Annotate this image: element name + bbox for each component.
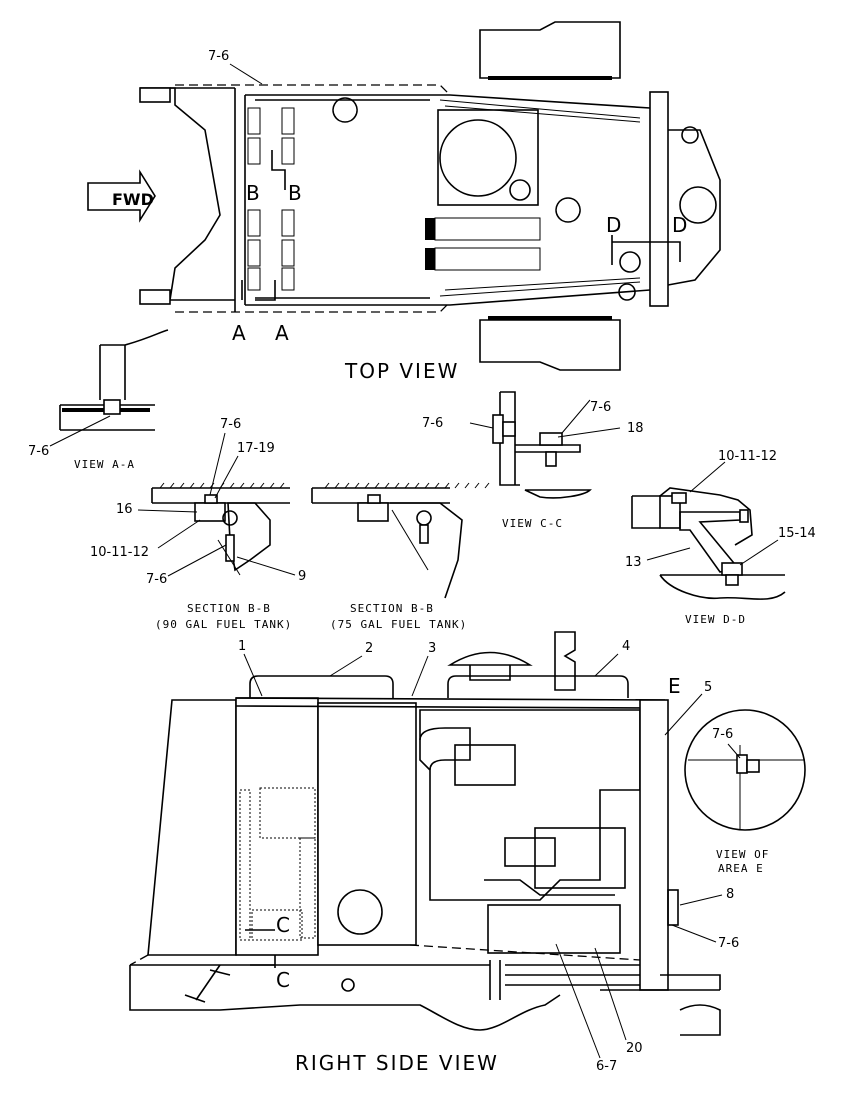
callout-7-6-sec90: 7-6 [220,417,241,432]
section-marker-c-upper: C [276,913,290,937]
callout-9: 9 [298,569,306,584]
callout-7-6-cc-right: 7-6 [590,400,611,415]
right-side-view [129,631,806,1036]
side-view-exhaust-cap [447,651,533,681]
section-marker-c-lower: C [276,968,290,992]
side-view-handrail-1 [249,675,394,698]
top-view-fan-hub [509,179,531,201]
side-view-front-housing [147,699,237,956]
side-view-step [184,964,231,1003]
callout-13: 13 [625,555,642,570]
side-view-handrail-2 [447,675,629,698]
top-view-battery-box-top [479,21,621,79]
section-marker-d-right: D [672,213,687,237]
section-b90-line2: (90 GAL FUEL TANK) [155,618,292,631]
callout-8: 8 [726,887,734,902]
callout-10-11-12-sec90: 10-11-12 [90,545,149,560]
top-view-filter-1 [425,218,435,240]
side-view-screen [239,787,316,941]
callout-7-6-sec90-lower: 7-6 [146,572,167,587]
callout-2: 2 [365,641,373,656]
side-view-fuel-cap [337,889,383,935]
section-c-arrows [245,929,276,968]
view-e-line1: VIEW OF [716,848,769,861]
top-view-left-frame [169,87,221,301]
side-view-battery-box [487,904,621,954]
section-b90-line1: SECTION B-B [187,602,271,615]
callout-7-6-view-aa: 7-6 [28,444,49,459]
top-view-corner-block-1 [139,87,171,103]
callout-16: 16 [116,502,133,517]
top-view-rear-hitch [667,129,721,286]
section-marker-b-right: B [288,181,302,205]
section-b-arrows [271,150,286,190]
view-e-line2: AREA E [718,862,764,875]
top-view-grille [247,107,295,291]
callout-20: 20 [626,1041,643,1056]
top-view-engine-block [437,109,539,206]
section-marker-e: E [668,674,681,698]
top-view [87,21,721,371]
callout-7-6-area-e: 7-6 [712,727,733,742]
view-c-c [469,391,621,499]
section-marker-d-left: D [606,213,621,237]
callout-7-6-cc-left: 7-6 [422,416,443,431]
view-a-a [49,329,169,447]
top-view-fan [439,119,517,197]
top-view-keyhole-2 [555,197,581,223]
side-view-engine [419,709,641,901]
top-view-title: TOP VIEW [344,359,459,383]
top-view-tank-outline [175,84,451,313]
callout-4: 4 [622,639,630,654]
top-view-rear-plate [649,91,669,307]
top-view-corner-block-2 [139,289,171,305]
view-d-d [631,461,786,600]
callout-7-6-top: 7-6 [208,49,229,64]
section-b75-line1: SECTION B-B [350,602,434,615]
side-view-top-deck [235,697,666,709]
top-view-bulkhead [234,88,246,312]
view-cc-title: VIEW C-C [502,517,563,530]
callout-7-6-side: 7-6 [718,936,739,951]
side-view-chassis [129,964,720,1031]
callout-5: 5 [704,680,712,695]
side-view-intake-pipe [419,727,471,771]
callout-17-19: 17-19 [237,441,275,456]
callout-6-7: 6-7 [596,1059,617,1074]
top-view-inner-rails [255,99,430,299]
top-view-filter-2 [425,248,435,270]
callout-1: 1 [238,639,246,654]
side-view-rear-upright [639,699,669,991]
section-b-b-90 [151,482,290,576]
section-b75-line2: (75 GAL FUEL TANK) [330,618,467,631]
section-d-arrows [611,235,681,265]
top-view-keyhole-1 [332,97,358,123]
callout-15-14: 15-14 [778,526,816,541]
fwd-label: FWD [112,190,154,209]
fwd-arrow-icon [87,169,156,223]
callout-18: 18 [627,421,644,436]
view-area-e-circle [684,709,806,831]
callout-10-11-12-dd: 10-11-12 [718,449,777,464]
top-view-battery-box-bottom [479,319,621,371]
section-a-arrows [241,280,276,301]
view-dd-title: VIEW D-D [685,613,746,626]
right-side-view-title: RIGHT SIDE VIEW [295,1051,499,1075]
section-marker-b-left: B [246,181,260,205]
section-b-b-75 [311,482,490,599]
top-view-side-rails [439,99,641,297]
side-view-frame-rails [489,960,640,1000]
top-view-hitch-pin [679,186,717,224]
top-view-main-frame [245,94,651,306]
view-aa-title: VIEW A-A [74,458,135,471]
side-view-fuel-tank [317,702,417,946]
callout-3: 3 [428,641,436,656]
section-marker-a-left: A [232,321,246,345]
side-view-exhaust-stack [554,631,576,691]
section-marker-a-right: A [275,321,289,345]
